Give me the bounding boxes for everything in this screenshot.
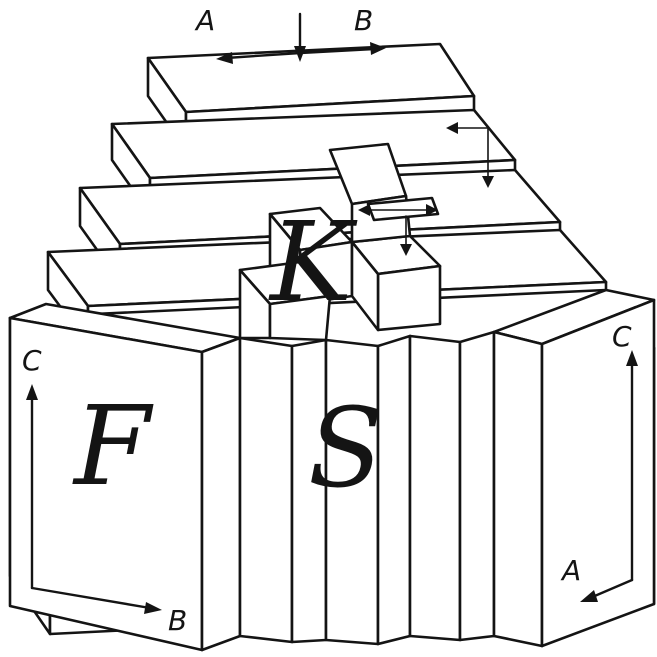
label-right-a: A [560, 554, 581, 587]
s-column-3 [410, 336, 460, 640]
label-left-c: C [22, 344, 42, 377]
label-face-s: S [308, 384, 383, 512]
label-top-a: A [194, 4, 215, 37]
k-cube-front-3 [378, 266, 440, 330]
s-column-1 [240, 338, 292, 642]
f-block-side-face [202, 338, 240, 650]
label-face-k: K [268, 198, 358, 326]
label-left-b: B [168, 604, 187, 637]
label-right-c: C [612, 320, 632, 353]
label-top-b: B [354, 4, 373, 37]
right-block-front-face [494, 332, 542, 646]
s-column-3-side [460, 332, 494, 640]
label-face-f: F [72, 382, 154, 510]
